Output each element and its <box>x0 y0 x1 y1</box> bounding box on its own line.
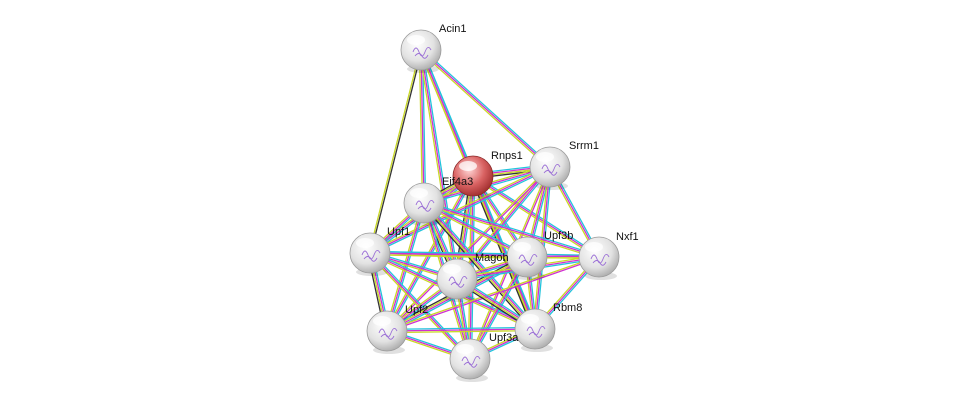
protein-structure-icon <box>415 200 435 212</box>
node-upf2[interactable]: Upf2 <box>366 304 428 354</box>
edge-evidence-dark <box>370 49 423 254</box>
edge-evidence-magenta <box>420 49 551 168</box>
edge-evidence-yellow <box>418 49 457 280</box>
protein-structure-icon <box>518 254 538 266</box>
sphere-highlight <box>410 188 428 198</box>
protein-structure-icon <box>526 326 546 338</box>
edge-evidence-yellow <box>368 164 550 253</box>
sphere-highlight <box>513 242 531 252</box>
edge-evidence-cyan <box>387 202 427 333</box>
edge-evidence-cyan <box>421 48 552 167</box>
sphere-highlight <box>407 35 425 45</box>
node-label-upf2: Upf2 <box>405 304 428 316</box>
node-upf3b[interactable]: Upf3b <box>506 230 573 280</box>
edge-nxf1-upf2[interactable] <box>386 255 600 333</box>
protein-structure-icon <box>461 356 481 368</box>
edge-evidence-magenta <box>420 49 425 204</box>
edge-eif4a3-nxf1[interactable] <box>422 200 601 260</box>
node-label-acin1: Acin1 <box>439 23 467 35</box>
edge-evidence-cyan <box>421 49 460 280</box>
edge-evidence-dark <box>421 203 534 332</box>
edge-acin1-srrm1[interactable] <box>419 48 552 169</box>
node-label-rbm8: Rbm8 <box>553 302 582 314</box>
edge-acin1-upf1[interactable] <box>368 49 423 254</box>
edge-acin1-magoh[interactable] <box>418 49 460 280</box>
protein-structure-icon <box>541 164 561 176</box>
edge-srrm1-upf1[interactable] <box>368 164 552 256</box>
node-rnps1[interactable]: Rnps1 <box>452 150 523 199</box>
edge-evidence-cyan <box>473 174 601 257</box>
edge-evidence-cyan <box>425 200 538 329</box>
edge-evidence-yellow <box>368 49 421 254</box>
protein-structure-icon <box>590 254 610 266</box>
node-rbm8[interactable]: Rbm8 <box>514 302 582 352</box>
protein-structure-icon <box>412 47 432 59</box>
node-label-eif4a3: Eif4a3 <box>442 176 473 188</box>
protein-structure-icon <box>361 250 381 262</box>
edge-evidence-magenta <box>369 166 551 254</box>
edge-evidence-cyan <box>474 174 538 329</box>
protein-structure-icon <box>448 276 468 288</box>
edge-evidence-cyan <box>386 326 536 331</box>
node-label-upf3b: Upf3b <box>544 230 573 242</box>
node-upf3a[interactable]: Upf3a <box>449 332 519 382</box>
sphere-highlight <box>373 316 391 326</box>
sphere-highlight <box>536 152 554 162</box>
edge-evidence-magenta <box>423 202 600 258</box>
protein-structure-icon <box>378 328 398 340</box>
edge-evidence-yellow <box>386 255 600 331</box>
edge-evidence-magenta <box>473 175 537 330</box>
node-label-upf1: Upf1 <box>387 226 410 238</box>
edge-evidence-cyan <box>369 250 600 257</box>
edge-evidence-yellow <box>418 49 424 204</box>
edge-evidence-magenta <box>423 201 537 330</box>
edge-evidence-yellow <box>422 203 600 260</box>
edge-evidence-yellow <box>386 329 536 334</box>
node-upf1[interactable]: Upf1 <box>349 226 410 276</box>
sphere-highlight <box>585 242 603 252</box>
sphere-highlight <box>356 238 374 248</box>
node-label-rnps1: Rnps1 <box>491 150 523 162</box>
edge-evidence-magenta <box>420 49 458 280</box>
node-nxf1[interactable]: Nxf1 <box>578 231 639 280</box>
sphere-highlight <box>459 161 477 171</box>
edge-evidence-yellow <box>471 175 535 330</box>
edge-evidence-yellow <box>422 202 536 331</box>
edge-evidence-magenta <box>386 328 536 332</box>
sphere-highlight <box>443 264 461 274</box>
node-label-srrm1: Srrm1 <box>569 140 599 152</box>
edge-evidence-cyan <box>370 167 552 256</box>
node-label-upf3a: Upf3a <box>489 332 519 344</box>
edge-upf2-rbm8[interactable] <box>386 326 536 334</box>
edge-evidence-magenta <box>456 166 551 280</box>
edge-eif4a3-rbm8[interactable] <box>421 200 538 332</box>
edge-evidence-magenta <box>386 257 600 333</box>
node-magoh[interactable]: Magoh <box>436 252 509 302</box>
node-acin1[interactable]: Acin1 <box>400 23 467 73</box>
node-srrm1[interactable]: Srrm1 <box>529 140 599 190</box>
node-label-nxf1: Nxf1 <box>616 231 639 243</box>
node-eif4a3[interactable]: Eif4a3 <box>403 176 473 226</box>
edge-evidence-cyan <box>423 200 601 257</box>
node-label-magoh: Magoh <box>475 252 509 264</box>
sphere-highlight <box>521 314 539 324</box>
sphere-highlight <box>456 344 474 354</box>
edge-evidence-yellow <box>419 50 550 169</box>
